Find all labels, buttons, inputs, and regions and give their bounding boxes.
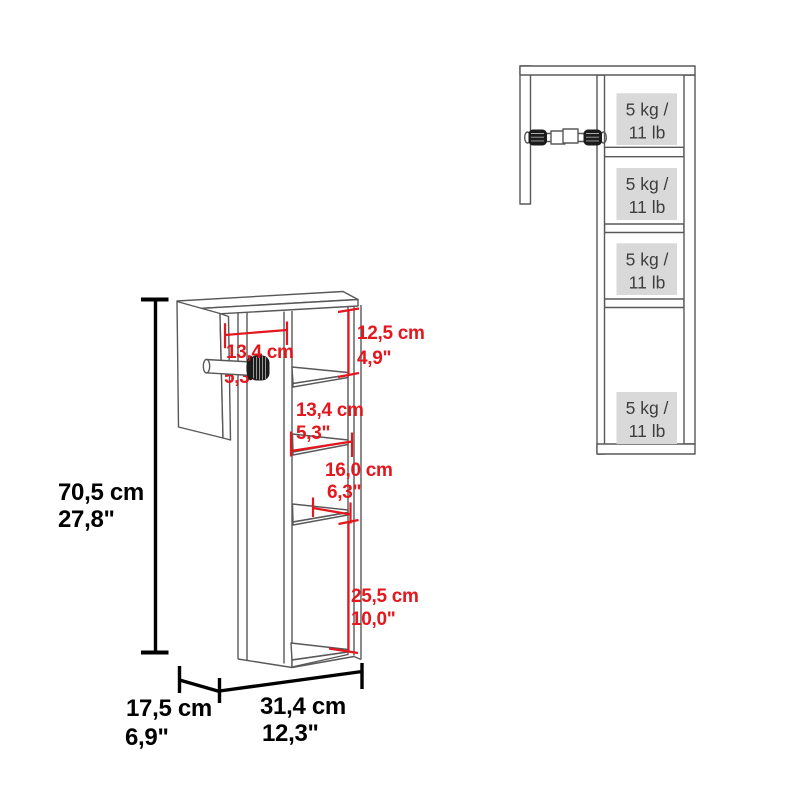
cap-ribs: [253, 356, 266, 380]
dim-middle-opening-depth-inch: 6,3": [327, 482, 361, 503]
dim-top-opening-height-inch: 4,9": [357, 348, 391, 369]
dim-middle-opening-width-inch: 5,3": [296, 423, 330, 444]
bar-end: [202, 358, 211, 374]
front-bottom-board: [596, 443, 696, 455]
front-view: 5 kg / 11 lb 5 kg / 11 lb 5 kg / 11 lb 5…: [519, 65, 696, 455]
capacity-lb: 11 lb: [629, 197, 666, 217]
capacity-lb: 11 lb: [629, 122, 666, 142]
capacity-lb: 11 lb: [629, 272, 666, 292]
cap-ribs: [531, 133, 544, 142]
front-shelf-3: [603, 298, 685, 309]
dim-overall-depth: 17,5 cm 6,9": [125, 666, 220, 751]
capacity-kg: 5 kg /: [626, 174, 669, 194]
dim-overall-depth-cm: 17,5 cm: [126, 695, 212, 722]
capacity-label-2: 5 kg / 11 lb: [616, 168, 677, 220]
capacity-label-3: 5 kg / 11 lb: [616, 243, 677, 295]
shelf-1-edge: [292, 374, 349, 388]
capacity-lb: 11 lb: [629, 421, 666, 441]
dim-bottom-opening-height: 25,5 cm 10,0": [328, 518, 419, 655]
dim-middle-opening-width-cm: 13,4 cm: [296, 400, 364, 421]
dim-middle-opening-depth-cm: 16,0 cm: [325, 460, 393, 481]
capacity-kg: 5 kg /: [626, 398, 669, 418]
cabinet-shelves: [290, 366, 349, 668]
dim-top-opening-width-cm: 13,4 cm: [226, 342, 294, 363]
dim-overall-height-cm: 70,5 cm: [58, 479, 144, 506]
isometric-view: 5,3" 13,4 cm 12,5 cm 4,9" 13,4 cm 5,3" 1…: [58, 290, 425, 751]
front-shelf-2: [603, 223, 685, 234]
dim-overall-height-inch: 27,8": [58, 506, 115, 533]
bar-block-2: [562, 128, 579, 144]
capacity-label-1: 5 kg / 11 lb: [616, 93, 677, 145]
front-right-wall: [683, 74, 696, 445]
dim-overall-width: 31,4 cm 12,3": [217, 663, 364, 747]
capacity-kg: 5 kg /: [626, 99, 669, 119]
dim-bottom-opening-height-inch: 10,0": [351, 609, 396, 630]
bottom-shelf-edge: [291, 651, 349, 668]
dim-top-opening-height-cm: 12,5 cm: [357, 323, 425, 344]
dim-bottom-opening-height-cm: 25,5 cm: [351, 586, 419, 607]
dim-overall-height: 70,5 cm 27,8": [58, 297, 169, 655]
dim-overall-depth-inch: 6,9": [125, 724, 169, 751]
capacity-box: [616, 243, 677, 295]
dim-overall-width-inch: 12,3": [262, 720, 319, 747]
capacity-box: [616, 93, 677, 145]
towel-bar-isometric: [202, 355, 270, 381]
towel-bar-front: [524, 128, 608, 146]
capacity-kg: 5 kg /: [626, 249, 669, 269]
capacity-box: [616, 392, 677, 444]
capacity-box: [616, 168, 677, 220]
left-panel-edge: [219, 312, 232, 441]
dim-top-opening-height: 12,5 cm 4,9": [337, 307, 425, 379]
dim-middle-opening-width: 13,4 cm 5,3": [289, 400, 364, 457]
cabinet-left-panel: [176, 300, 232, 441]
capacity-label-4: 5 kg / 11 lb: [616, 392, 677, 444]
front-top-board: [519, 65, 696, 76]
dim-top-opening-width: 13,4 cm: [223, 321, 294, 363]
cap-ribs: [586, 133, 599, 142]
front-shelf-1: [603, 146, 685, 158]
dim-overall-width-cm: 31,4 cm: [260, 693, 346, 720]
dim-middle-opening-depth: 16,0 cm 6,3": [311, 460, 393, 524]
